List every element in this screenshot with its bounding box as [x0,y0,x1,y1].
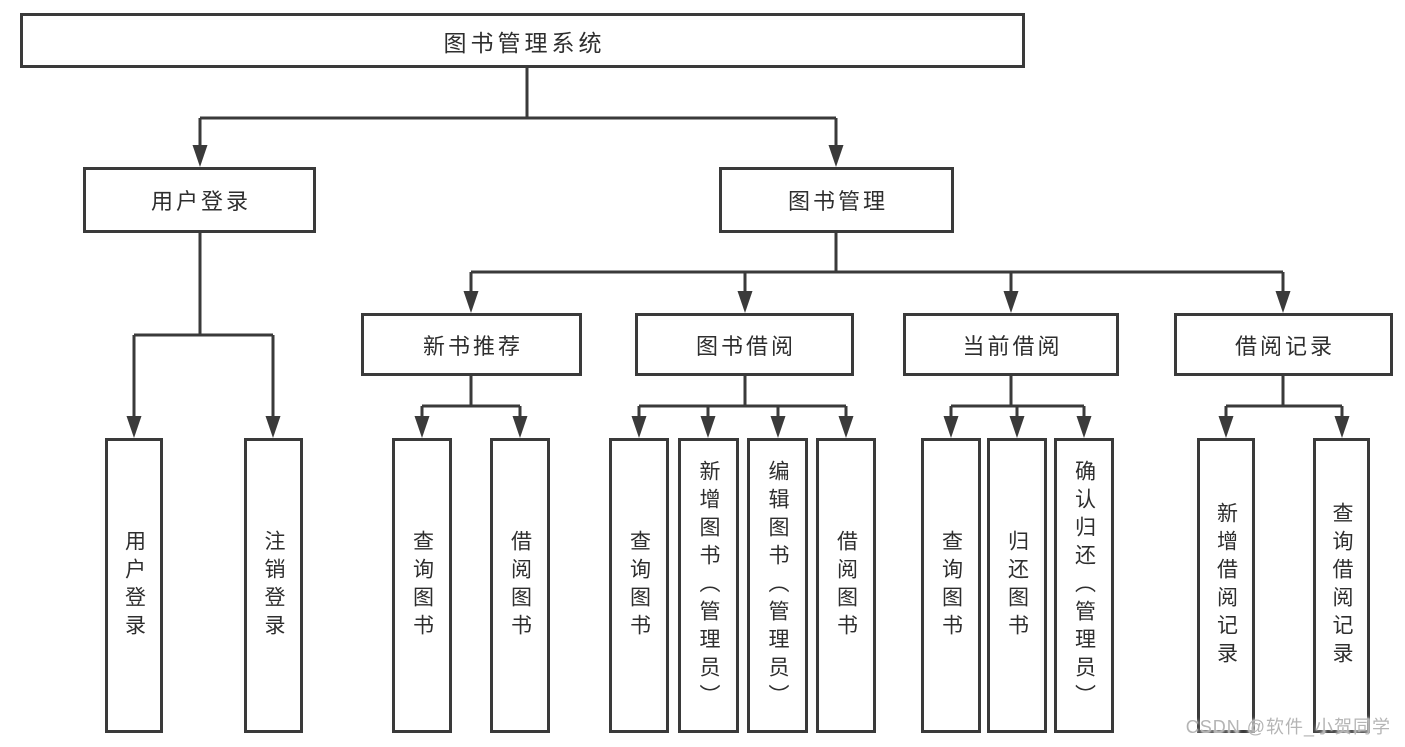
arrow-down-icon [414,416,430,438]
arrow-down-icon [770,416,786,438]
node-current-borrow-label: 当前借阅 [962,333,1063,359]
leaf-query-book-recommend: 查询图书 [392,438,452,733]
leaf-add-borrow-record-label: 新增借阅记录 [1214,501,1238,670]
node-user-login-label: 用户登录 [150,189,251,214]
node-user-login: 用户登录 [83,167,316,233]
leaf-borrow-book-recommend: 借阅图书 [490,438,550,733]
leaf-borrow-book-recommend-label: 借阅图书 [508,529,532,642]
node-borrow-records-label: 借阅记录 [1234,333,1335,359]
arrow-down-icon [828,145,844,167]
node-borrow-records: 借阅记录 [1174,313,1393,376]
arrow-down-icon [700,416,716,438]
arrow-down-icon [126,416,142,438]
leaf-return-book-label: 归还图书 [1005,529,1029,642]
arrow-down-icon [512,416,528,438]
leaf-user-login: 用户登录 [105,438,163,733]
leaf-return-book: 归还图书 [987,438,1047,733]
leaf-confirm-return-admin-label: 确认归还（管理员） [1072,459,1096,712]
arrow-down-icon [265,416,281,438]
node-root: 图书管理系统 [20,13,1025,68]
arrow-down-icon [1275,291,1291,313]
node-new-book-recommend-label: 新书推荐 [422,333,523,359]
arrow-down-icon [943,416,959,438]
leaf-borrow-book-label: 借阅图书 [834,529,858,642]
leaf-add-book-admin: 新增图书（管理员） [678,438,739,733]
node-current-borrow: 当前借阅 [903,313,1119,376]
leaf-edit-book-admin-label: 编辑图书（管理员） [766,459,789,712]
leaf-logout-label: 注销登录 [262,529,285,642]
node-book-borrow-label: 图书借阅 [695,333,796,359]
leaf-query-book-current: 查询图书 [921,438,981,733]
leaf-query-book-current-label: 查询图书 [939,529,963,642]
node-book-borrow: 图书借阅 [635,313,854,376]
arrow-down-icon [1076,416,1092,438]
leaf-query-borrow-record: 查询借阅记录 [1313,438,1370,733]
leaf-user-login-label: 用户登录 [122,529,146,642]
leaf-add-borrow-record: 新增借阅记录 [1197,438,1255,733]
arrow-down-icon [1009,416,1025,438]
arrow-down-icon [631,416,647,438]
arrow-down-icon [1003,291,1019,313]
node-root-label: 图书管理系统 [443,29,606,56]
leaf-confirm-return-admin: 确认归还（管理员） [1054,438,1114,733]
leaf-borrow-book: 借阅图书 [816,438,876,733]
leaf-query-borrow-record-label: 查询借阅记录 [1330,501,1353,670]
leaf-query-book-borrow: 查询图书 [609,438,669,733]
leaf-logout: 注销登录 [244,438,303,733]
leaf-query-book-recommend-label: 查询图书 [410,529,434,642]
arrow-down-icon [838,416,854,438]
arrow-down-icon [1334,416,1350,438]
node-book-management: 图书管理 [719,167,954,233]
connector-lines [132,68,1344,424]
csdn-watermark: CSDN @软件_小贺同学 [1185,717,1391,737]
leaf-edit-book-admin: 编辑图书（管理员） [747,438,808,733]
node-book-management-label: 图书管理 [787,189,888,214]
arrow-down-icon [463,291,479,313]
leaf-add-book-admin-label: 新增图书（管理员） [697,459,720,712]
arrow-down-icon [737,291,753,313]
arrowhead-icons [126,145,1350,438]
arrow-down-icon [192,145,208,167]
arrow-down-icon [1218,416,1234,438]
node-new-book-recommend: 新书推荐 [361,313,582,376]
leaf-query-book-borrow-label: 查询图书 [627,529,651,642]
